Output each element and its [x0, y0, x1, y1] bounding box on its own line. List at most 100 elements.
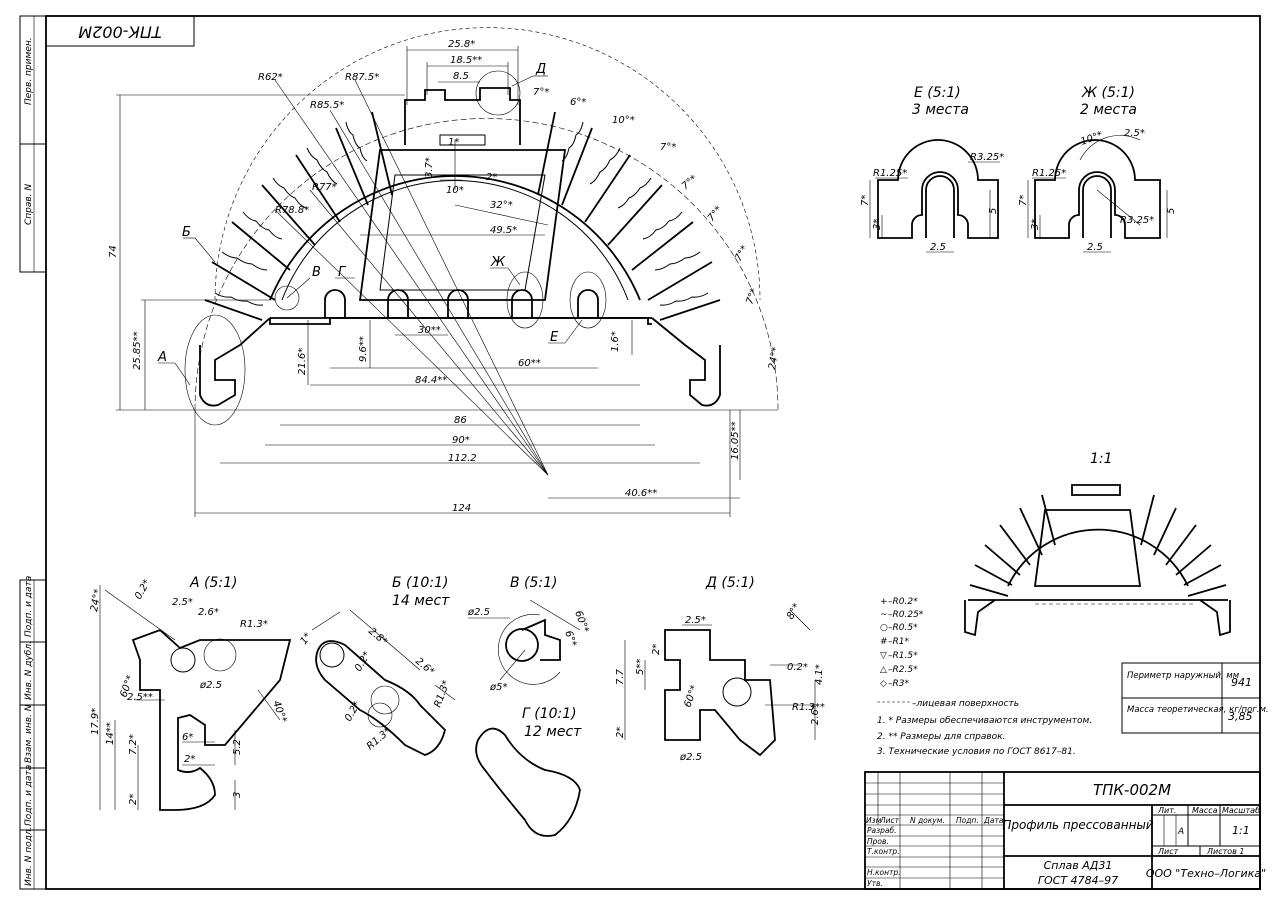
view-title: Д (5:1) — [705, 575, 755, 591]
dim-label: 2* — [184, 754, 195, 765]
view-title: А (5:1) — [189, 575, 237, 591]
title-block: Изм Лист N докум. Подп. Дата Разраб. Про… — [864, 771, 1266, 890]
view-title: Е (5:1) — [914, 85, 961, 101]
tb-row-label: Пров. — [867, 837, 889, 846]
tb-material-1: Сплав АД31 — [1044, 859, 1113, 872]
side-label: Справ. N — [24, 184, 34, 225]
dim-label: 40°* — [270, 699, 288, 724]
dim-label: 60°* — [572, 609, 590, 634]
dim-label: R85.5* — [310, 100, 344, 111]
note: 2. ** Размеры для справок. — [877, 732, 1005, 742]
dim-label: 9.6** — [358, 336, 369, 362]
dim-label: ø5* — [489, 682, 507, 693]
prop-value: 3,85 — [1228, 710, 1253, 723]
dim-label: 18.5** — [450, 55, 482, 66]
tb-col-header: Подп. — [956, 816, 979, 825]
dim-label: 3* — [1030, 219, 1041, 230]
dim-label: 4.1* — [814, 664, 825, 685]
tb-material-2: ГОСТ 4784–97 — [1038, 874, 1118, 887]
dim-label: 7.7 — [615, 668, 626, 685]
tb-row-label: Разраб. — [867, 826, 896, 835]
tb-sheets: Листов 1 — [1206, 847, 1245, 856]
top-stamp-code: ТПК-002М — [78, 23, 161, 42]
dim-label: 2.5 — [1087, 242, 1103, 253]
dim-label: 0.2* — [353, 650, 373, 674]
view-zh: Ж (5:1) 2 места 10°* 2.5* R1.25* R3.25* … — [1018, 85, 1177, 253]
dim-label: 16.05** — [730, 421, 741, 460]
side-label: Перв. примен. — [24, 37, 34, 105]
tb-col-header: Изм — [866, 816, 882, 825]
view-g: Г (10:1) 12 мест — [475, 706, 582, 837]
dim-label: R3.25* — [1120, 215, 1154, 226]
dim-label: 0.2* — [133, 578, 153, 602]
side-label: Подп. и дата — [24, 765, 34, 826]
dim-label: R78.8* — [275, 205, 309, 216]
section-letter: В — [312, 265, 321, 280]
view-subtitle: 12 мест — [524, 724, 582, 740]
legend-text: –R0.25* — [888, 610, 924, 620]
dim-label: R3.25* — [970, 152, 1004, 163]
dim-label: 7* — [1018, 195, 1029, 206]
dim-label: R1.25* — [1032, 168, 1066, 179]
tb-row-label: Утв. — [867, 879, 883, 888]
dim-label: 7°* — [533, 87, 549, 98]
note: 3. Технические условия по ГОСТ 8617–81. — [877, 747, 1076, 757]
legend-text: –R0.5* — [888, 623, 918, 633]
dim-label: 14** — [105, 722, 116, 745]
properties-table: Периметр наружный, мм 941 Масса теоретич… — [1121, 662, 1269, 734]
dim-label: 5.2 — [232, 739, 243, 755]
dim-label: 86 — [454, 415, 467, 426]
dim-label: 2* — [615, 727, 626, 738]
legend-symbol: # — [880, 637, 888, 647]
dim-label: 2.8* — [366, 626, 389, 648]
dim-label: R1.25* — [873, 168, 907, 179]
legend-symbol: △ — [880, 665, 887, 675]
dim-label: 2.6* — [413, 656, 436, 678]
section-letter: А — [157, 350, 167, 365]
dim-label: 7.2* — [128, 734, 139, 755]
dim-label: 1* — [298, 631, 314, 647]
side-label: Взам. инв. N — [24, 704, 34, 763]
dim-label: 0.2* — [343, 700, 363, 724]
tb-row-label: Т.контр. — [867, 847, 900, 856]
dim-label: 60** — [518, 358, 541, 369]
dim-label: 6°* — [570, 97, 586, 108]
dim-label: 8°* — [785, 602, 803, 622]
dim-label: 6* — [182, 732, 193, 743]
dim-label: 7°* — [733, 244, 751, 264]
view-title: Г (10:1) — [522, 706, 577, 722]
dim-label: 1.6* — [610, 331, 621, 352]
dim-label: 30** — [418, 325, 441, 336]
note: 1. * Размеры обеспечиваются инструментом… — [877, 716, 1092, 726]
dim-label: 2* — [651, 644, 662, 655]
dim-label: 3.7* — [424, 157, 435, 178]
dim-label: 5 — [988, 208, 999, 214]
dim-label: 2* — [128, 794, 139, 805]
legend-symbol: ~ — [880, 610, 888, 620]
prop-label: Масса теоретическая, кг/пог.м. — [1127, 705, 1269, 715]
tb-lit-value: А — [1177, 827, 1184, 837]
dim-label: 60°* — [682, 684, 700, 709]
face-note: –лицевая поверхность — [912, 699, 1019, 709]
legend-text: –R0.2* — [888, 597, 918, 607]
dim-label: R1.3* — [240, 619, 268, 630]
dim-label: 5** — [635, 659, 646, 675]
view-a: А (5:1) 24°* 0.2* 2.5* 2.6* R1.3* 60°* ø… — [89, 575, 292, 811]
tb-code: ТПК-002М — [1093, 781, 1171, 799]
dim-label: 3 — [232, 792, 243, 798]
view-subtitle: 3 места — [912, 102, 969, 118]
dim-label: 74 — [108, 245, 119, 258]
dim-label: 21.6* — [297, 348, 308, 375]
main-dim-labels: 25.8* 18.5** 8.5 R62* R87.5* R85.5* R77*… — [108, 39, 782, 514]
side-label: Инв. N дубл. — [24, 641, 34, 700]
dim-label: 6°* — [562, 629, 578, 648]
dim-label: 5 — [1166, 208, 1177, 214]
tb-name: Профиль прессованный — [1002, 818, 1154, 832]
main-profile-view — [116, 27, 779, 517]
legend-text: –R2.5* — [888, 665, 918, 675]
dim-label: 25.8* — [448, 39, 475, 50]
dim-label: R1.3* — [432, 679, 452, 709]
dim-label: 2* — [486, 172, 497, 183]
dim-label: 90* — [452, 435, 470, 446]
view-e: Е (5:1) 3 места R1.25* R3.25* 7* 3* 5 2.… — [860, 85, 1004, 253]
